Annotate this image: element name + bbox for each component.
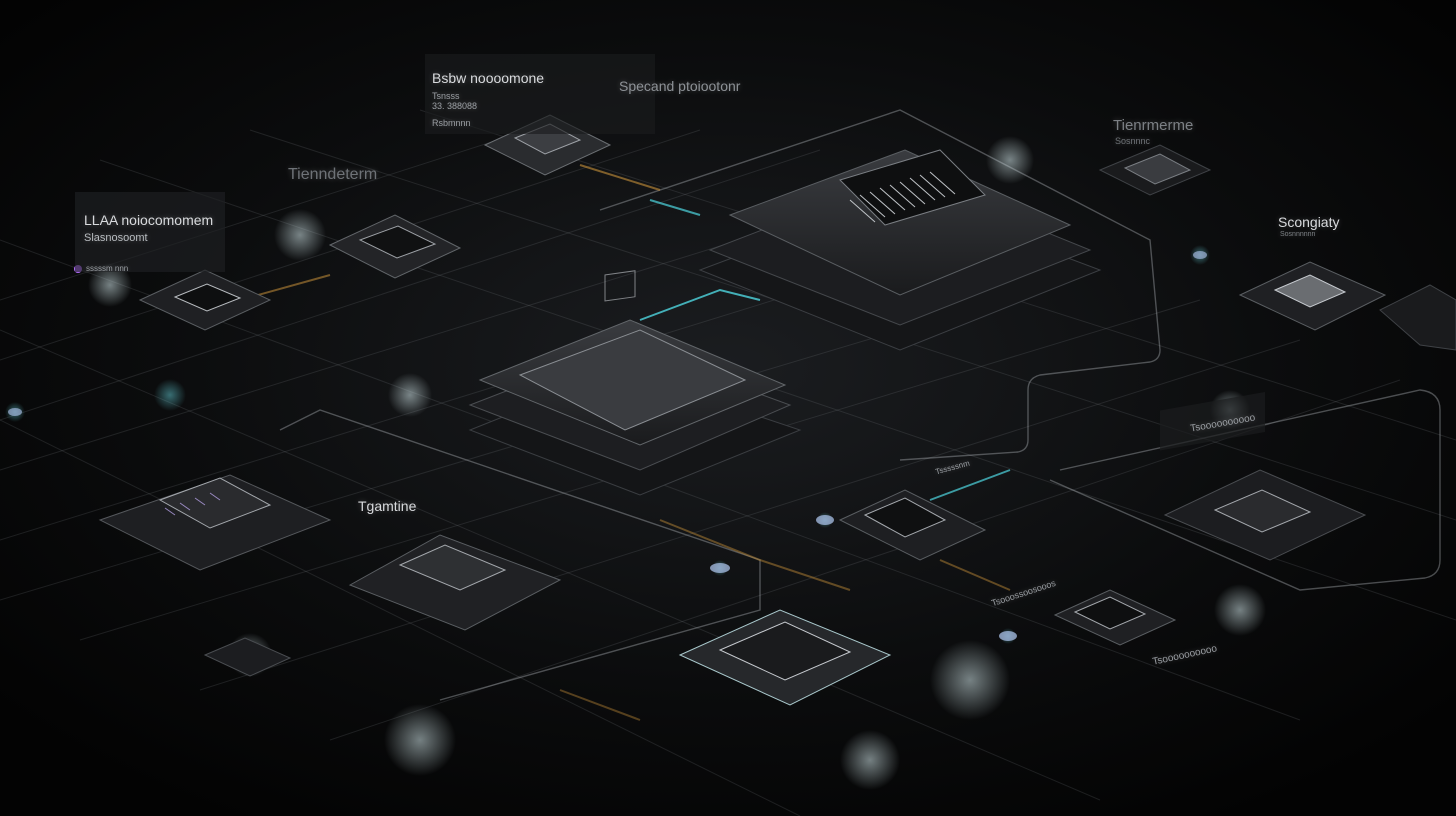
top-card-title: Bsbw noooomone — [432, 70, 545, 86]
label-tienrmerme: Tienrmerme — [1113, 117, 1194, 134]
top-card-line3: Rsbmnnn — [432, 118, 471, 128]
lla-title: LLAA noiocomomem — [84, 212, 214, 228]
label-scongiaty-sub: Sosnnnnnn — [1280, 231, 1316, 238]
chip-stack-main — [698, 149, 1102, 351]
label-tienrmerme-sub: Sosnnnc — [1115, 136, 1151, 146]
lla-tag: sssssm nnn — [86, 264, 129, 273]
chip-stack-center — [468, 270, 802, 496]
accent-traces — [239, 164, 1011, 721]
label-tienndeterm: Tienndeterm — [288, 166, 378, 183]
panel-outlines — [279, 109, 1441, 701]
card-lla-bg — [75, 192, 225, 272]
card-top-bg — [425, 54, 655, 134]
chip-purple — [98, 474, 332, 571]
top-card-line2: 33. 388088 — [432, 101, 478, 111]
label-specand: Specand ptoiootonr — [619, 78, 741, 94]
lla-subtitle: Slasnosoomt — [84, 232, 148, 244]
top-card-line1: Tsnsss — [432, 91, 460, 101]
tag-mid-right-bg — [1160, 391, 1265, 451]
label-scongiaty: Scongiaty — [1278, 214, 1340, 230]
label-tgamtine: Tgamtine — [358, 498, 417, 514]
